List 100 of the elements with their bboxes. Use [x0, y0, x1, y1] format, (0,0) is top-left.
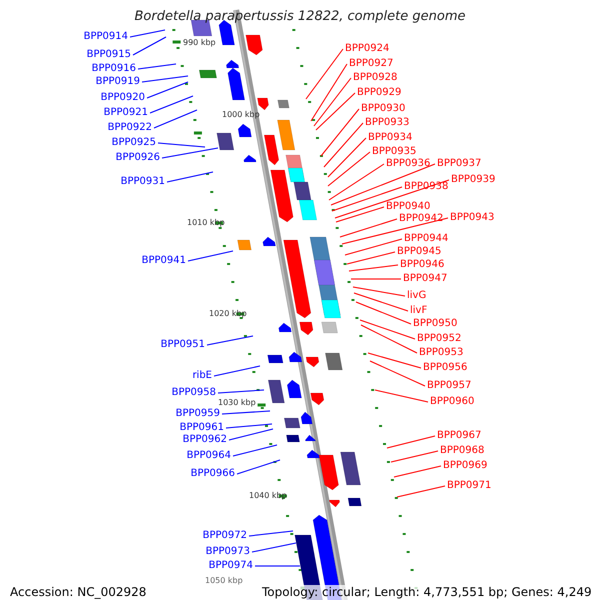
leader-line — [232, 444, 278, 456]
leader-line — [162, 148, 218, 158]
gene-label: BPP0919 — [96, 76, 140, 88]
footer-text: Topology: circular; Length: 4,773,551 bp; Genes: 4,249 — [262, 585, 592, 600]
gene-label: BPP0956 — [423, 362, 468, 374]
leader-line — [130, 30, 166, 38]
gene-label: BPP0929 — [357, 87, 402, 99]
scale-label: 1000 kbp — [222, 110, 260, 120]
gene-label: BPP0916 — [92, 63, 136, 75]
gene-label: BPP0930 — [361, 103, 406, 115]
gene-label: BPP0922 — [108, 122, 152, 134]
leader-line — [356, 302, 412, 324]
gene-label: BPP0953 — [419, 347, 464, 359]
leader-line — [330, 164, 436, 206]
gene-label: BPP0962 — [182, 434, 227, 446]
scale-label: 1010 kbp — [187, 218, 225, 228]
gene-label: BPP0958 — [172, 387, 216, 399]
gene-label: BPP0947 — [403, 273, 448, 285]
footer-text: Accession: NC_002928 — [10, 585, 146, 600]
leader-line — [328, 164, 384, 200]
gene-label: BPP0950 — [413, 318, 458, 330]
gene-label: BPP0967 — [437, 430, 482, 442]
gene-label: BPP0931 — [120, 176, 165, 188]
leader-line — [138, 64, 176, 70]
gene-label: BPP0943 — [450, 212, 494, 224]
gene-label: BPP0921 — [104, 107, 148, 119]
leader-line — [222, 410, 270, 414]
gene-label: BPP0957 — [427, 380, 472, 392]
leader-line — [328, 152, 370, 186]
leader-line — [360, 324, 418, 354]
gene-label: BPP0974 — [208, 560, 253, 572]
leader-line — [386, 436, 436, 448]
gene-label: BPP0914 — [84, 31, 128, 43]
scale-label: 1050 kbp — [205, 576, 243, 586]
leader-line — [218, 390, 264, 394]
gene-label: livF — [410, 305, 428, 317]
leader-line — [374, 390, 428, 402]
leader-line — [334, 180, 450, 218]
gene-label: BPP0961 — [180, 422, 224, 434]
gene-label: BPP0942 — [399, 213, 444, 225]
gene-label: BPP0973 — [206, 546, 250, 558]
scale-label: 990 kbp — [183, 38, 216, 48]
gene-label: BPP0946 — [400, 259, 444, 271]
gene-label: BPP0925 — [112, 137, 156, 149]
scale-label: 1020 kbp — [209, 309, 247, 319]
leader-line — [394, 466, 442, 478]
gene-label: BPP0934 — [368, 132, 412, 144]
leader-line — [146, 82, 188, 98]
leader-line — [342, 218, 448, 244]
leader-line — [320, 108, 360, 156]
leader-line — [306, 48, 344, 100]
leader-line — [332, 186, 402, 212]
gene-label: BPP0952 — [417, 333, 462, 345]
leader-line — [390, 450, 438, 462]
leader-line — [154, 110, 198, 128]
gene-label: BPP0940 — [386, 201, 430, 213]
gene-label: BPP0936 — [386, 158, 430, 170]
gene-label: BPP0964 — [186, 450, 231, 462]
gene-label: BPP0966 — [190, 468, 235, 480]
leader-line — [316, 92, 356, 130]
gene-label: ribE — [192, 370, 212, 382]
gene-label: BPP0959 — [176, 408, 220, 420]
leader-line — [348, 264, 398, 272]
leader-line — [226, 424, 272, 428]
leader-line — [252, 542, 296, 552]
leader-line — [314, 78, 352, 126]
gene-label: BPP0960 — [430, 396, 474, 408]
leader-line — [352, 286, 406, 296]
gene-label: BPP0944 — [404, 233, 448, 245]
gene-label: BPP0937 — [437, 158, 482, 170]
leader-line — [368, 352, 422, 368]
leader-line — [340, 218, 398, 238]
gene-label: BPP0968 — [440, 445, 484, 457]
gene-label: BPP0928 — [353, 72, 398, 84]
leader-line — [236, 460, 280, 474]
leader-line — [346, 252, 396, 264]
gene-label: BPP0972 — [202, 530, 247, 542]
gene-label: livG — [407, 290, 426, 302]
leader-line — [324, 122, 364, 168]
leader-line — [396, 486, 446, 498]
leader-line — [360, 320, 416, 340]
leader-line — [248, 530, 294, 536]
leader-line — [206, 336, 254, 346]
gene-label: BPP0971 — [447, 480, 492, 492]
scale-label: 1030 kbp — [218, 398, 256, 408]
gene-label: BPP0924 — [345, 43, 390, 55]
diagram-title: Bordetella parapertussis 12822, complete genome — [134, 9, 466, 24]
gene-label: BPP0933 — [365, 117, 410, 129]
leader-line — [188, 250, 234, 262]
leader-line — [344, 238, 402, 256]
leader-line — [166, 172, 214, 182]
leader-line — [310, 64, 348, 122]
leader-line — [214, 366, 260, 376]
leader-line — [158, 142, 206, 148]
gene-label: BPP0927 — [349, 58, 394, 70]
leader-line — [228, 428, 274, 440]
gene-label: BPP0951 — [160, 339, 205, 351]
leader-line — [142, 76, 188, 82]
gene-label: BPP0915 — [86, 49, 131, 61]
gene-label: BPP0945 — [397, 246, 442, 258]
